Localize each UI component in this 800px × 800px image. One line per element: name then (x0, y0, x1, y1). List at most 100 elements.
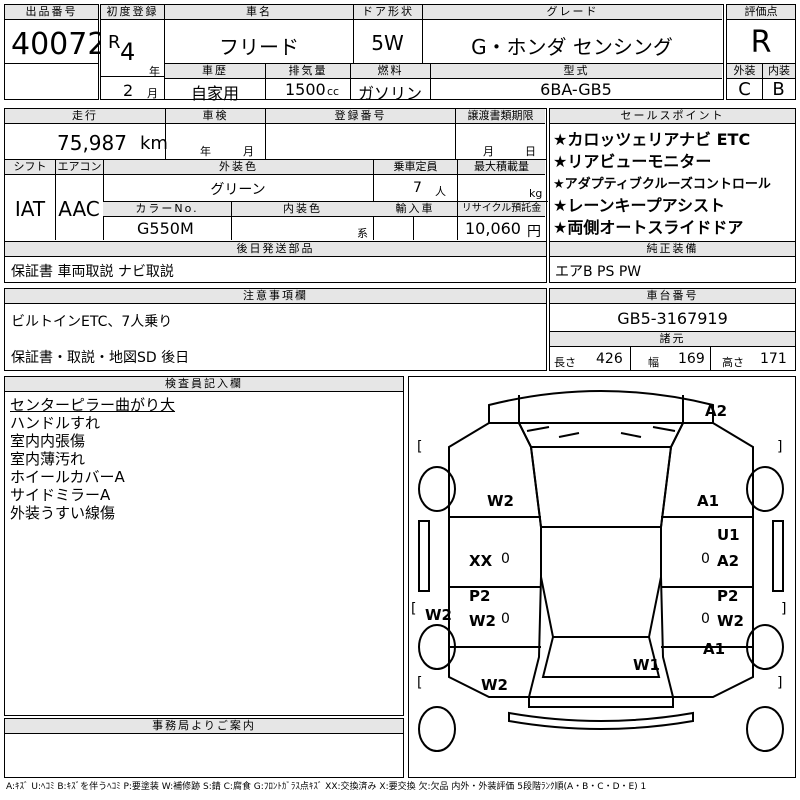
year-unit: 年 (149, 65, 160, 78)
mileage: 75,987 (57, 131, 127, 155)
height: 171 (760, 351, 787, 367)
inspection-label: 車検 (165, 109, 265, 124)
code-right-rear-fender: A1 (703, 640, 726, 658)
code-right-front-door-1: U1 (717, 526, 740, 544)
history: 自家用 (190, 84, 239, 103)
code-front-bumper: A2 (705, 402, 728, 420)
later-parts-box: 後日発送部品 保証書 車両取説 ナビ取説 (4, 241, 547, 283)
displacement-label: 排気量 (265, 64, 350, 79)
grade-label: グレード (422, 5, 722, 20)
inspector-line-4: 室内薄汚れ (10, 450, 86, 468)
note-line-2: 保証書・取説・地図SD 後日 (11, 350, 190, 366)
zero-mark-1: 0 (501, 551, 510, 567)
registration-month: 2 (123, 81, 134, 100)
specs-label: 諸元 (550, 332, 795, 347)
chassis-box: 車台番号 GB5-3167919 諸元 長さ 426 幅 169 高さ 171 (549, 288, 796, 371)
interior-label: 内装 (762, 64, 795, 79)
door-type: 5W (371, 31, 404, 55)
recycle-unit: 円 (527, 224, 541, 240)
code-left-rear-wheel: W2 (425, 606, 452, 624)
svg-text:[: [ (417, 439, 422, 455)
code-right-front-door-2: A2 (717, 552, 740, 570)
office-notice-label: 事務局よりご案内 (5, 719, 403, 734)
ac-type: AAC (58, 197, 100, 221)
length: 426 (596, 351, 623, 367)
code-left-front-door: XX (469, 552, 493, 570)
score-box: 評価点 R 外装 内装 C B (726, 4, 796, 100)
shift-label: シフト (5, 160, 55, 175)
transfer-month-unit: 月 (483, 145, 494, 158)
zero-mark-4: 0 (701, 611, 710, 627)
interior-color-label: 内装色 (231, 202, 373, 217)
vehicle-info-box: 走行 車検 登録番号 譲渡書類期限 75,987 km 年 月 月 日 シフト … (4, 108, 548, 242)
grade: G・ホンダ センシング (471, 35, 673, 59)
svg-text:]: ] (777, 675, 782, 691)
code-left-rear-door-2: W2 (469, 612, 496, 630)
max-load-label: 最大積載量 (457, 160, 545, 175)
equipment: エアB PS PW (555, 264, 642, 280)
lot-box: 出品番号 40072 (4, 4, 106, 100)
lot-label: 出品番号 (5, 5, 98, 20)
lot-number: 40072 (11, 27, 107, 62)
color-number: G550M (137, 219, 194, 238)
later-parts-label: 後日発送部品 (5, 242, 546, 257)
shift-type: IAT (14, 197, 46, 221)
car-outline-diagram: [[ ]] [] (411, 390, 786, 752)
plate-label: 登録番号 (265, 109, 455, 124)
zero-mark-3: 0 (701, 551, 710, 567)
office-notice-box: 事務局よりご案内 (4, 718, 404, 778)
inspection-month-unit: 月 (243, 145, 254, 158)
exterior-color-label: 外装色 (103, 160, 373, 175)
month-unit: 月 (147, 87, 158, 100)
code-right-rear-door-1: P2 (717, 587, 739, 605)
chassis-number: GB5-3167919 (617, 309, 728, 328)
code-left-rear-quarter: W2 (481, 676, 508, 694)
code-left-front-fender: W2 (487, 492, 514, 510)
inspector-line-2: ハンドルすれ (10, 414, 101, 432)
car-name-box: 車名 ドア形状 グレード フリード 5W G・ホンダ センシング 車歴 排気量 … (164, 4, 724, 103)
transfer-label: 譲渡書類期限 (455, 109, 545, 124)
inspector-label: 検査員記入欄 (5, 377, 403, 392)
exterior-label: 外装 (727, 64, 762, 79)
model-code: 6BA-GB5 (540, 80, 612, 99)
first-registration-label: 初度登録 (101, 5, 164, 20)
door-label: ドア形状 (353, 5, 422, 20)
era: R (108, 32, 121, 53)
displacement: 1500 (285, 80, 326, 99)
score: R (750, 25, 772, 60)
sales-point-2: ★リアビューモニター (553, 152, 712, 171)
exterior-color: グリーン (210, 182, 266, 198)
inspector-line-5: ホイールカバーA (10, 468, 125, 486)
interior-grade: B (772, 79, 785, 100)
svg-text:]: ] (781, 601, 786, 617)
transfer-day-unit: 日 (525, 145, 536, 158)
sales-points-label: セールスポイント (550, 109, 795, 124)
sales-points-box: セールスポイント ★カロッツェリアナビ ETC ★リアビューモニター ★アダプテ… (549, 108, 796, 242)
seats-label: 乗車定員 (373, 160, 457, 175)
code-left-rear-door-1: P2 (469, 587, 491, 605)
zero-mark-2: 0 (501, 611, 510, 627)
color-number-label: カラーNo. (103, 202, 231, 217)
width: 169 (678, 351, 705, 367)
car-name-label: 車名 (165, 5, 353, 20)
equipment-box: 純正装備 エアB PS PW (549, 241, 796, 283)
import-label: 輸入車 (373, 202, 457, 217)
inspector-box: 検査員記入欄 センターピラー曲がり大 ハンドルすれ 室内内張傷 室内薄汚れ ホイ… (4, 376, 404, 716)
first-registration-box: 初度登録 R 4 年 2 月 (100, 4, 165, 100)
later-parts: 保証書 車両取説 ナビ取説 (11, 264, 174, 280)
height-label: 高さ (722, 356, 744, 369)
exterior-grade: C (738, 79, 751, 100)
history-label: 車歴 (165, 64, 265, 79)
mileage-unit: km (140, 133, 168, 154)
sales-point-3: ★アダプティブクルーズコントロール (553, 177, 771, 192)
equipment-label: 純正装備 (550, 242, 795, 257)
recycle-fee: 10,060 (465, 219, 521, 238)
note-line-1: ビルトインETC、7人乗り (11, 314, 173, 330)
inspector-line-6: サイドミラーA (10, 486, 111, 504)
inspector-line-7: 外装うすい線傷 (10, 504, 116, 522)
width-label: 幅 (648, 356, 659, 369)
recycle-label: リサイクル預託金 (457, 202, 545, 217)
inspection-year-unit: 年 (200, 145, 211, 158)
mileage-label: 走行 (5, 109, 165, 124)
svg-text:]: ] (777, 439, 782, 455)
